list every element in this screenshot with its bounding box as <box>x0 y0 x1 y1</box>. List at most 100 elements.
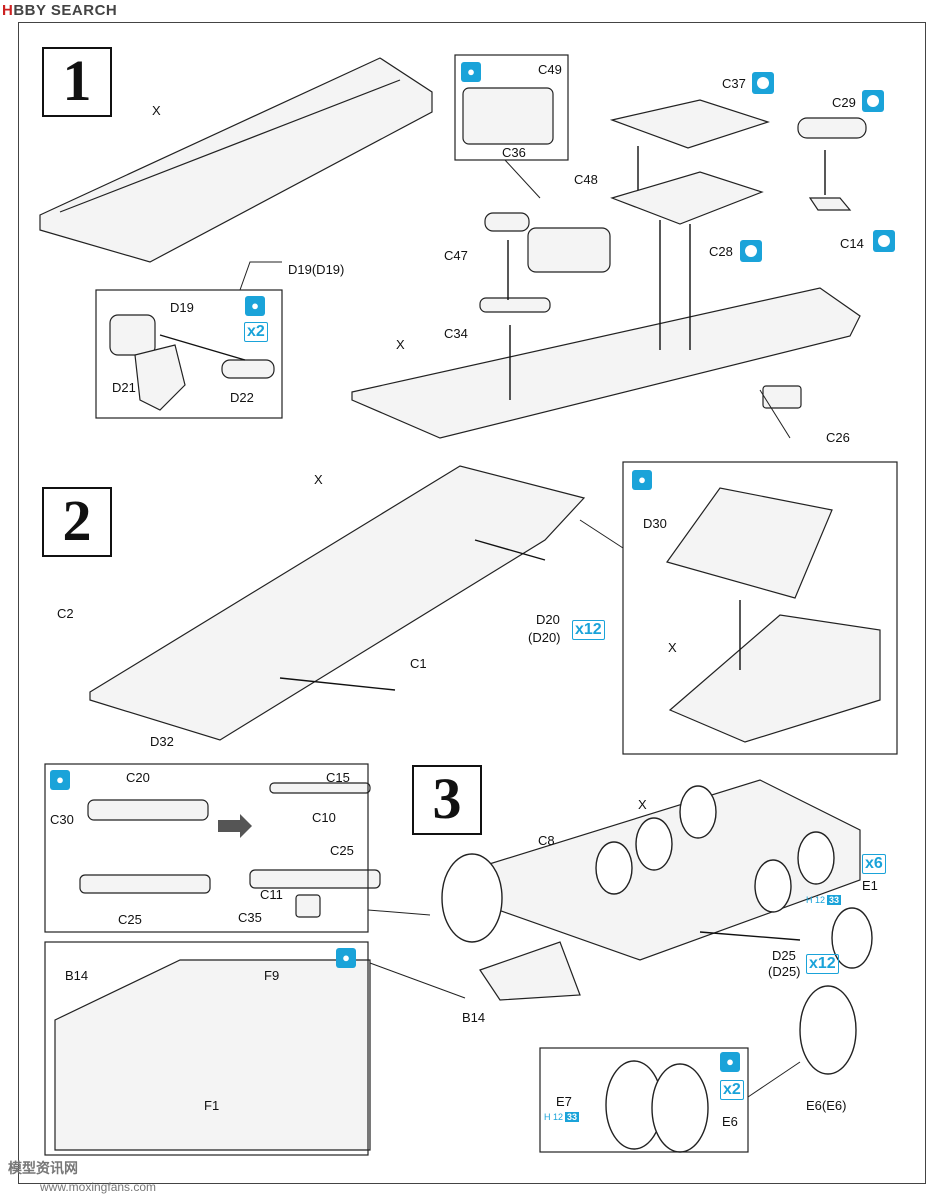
label-c2: C2 <box>57 606 74 621</box>
part-c48 <box>527 227 611 273</box>
label-d21: D21 <box>112 380 136 395</box>
step-2-number: 2 <box>42 487 112 557</box>
footer-url: www.moxingfans.com <box>40 1180 157 1194</box>
label-b14-detail: B14 <box>65 968 89 983</box>
label-c28: C28 <box>709 244 733 259</box>
step-1-number: 1 <box>42 47 112 117</box>
label-c36: C36 <box>502 145 526 160</box>
label-x-step2: X <box>314 472 323 487</box>
part-c28 <box>610 171 764 225</box>
step-3-number: 3 <box>412 765 482 835</box>
multiplier-e1: x6 <box>862 854 886 874</box>
glue-icon: ● <box>720 1052 740 1072</box>
label-c11: C11 <box>260 887 283 902</box>
label-c49: C49 <box>538 62 562 77</box>
glue-icon: ● <box>632 470 652 490</box>
label-e6: E6 <box>722 1114 738 1129</box>
label-d19-main: D19(D19) <box>288 262 345 277</box>
label-d20-paren: (D20) <box>528 630 561 645</box>
detail-box-d19 <box>95 289 283 419</box>
part-d19-detail <box>109 314 156 356</box>
label-e6-main: E6(E6) <box>806 1098 847 1113</box>
label-f9: F9 <box>264 968 280 983</box>
label-c29: C29 <box>832 95 856 110</box>
label-c20: C20 <box>126 770 150 785</box>
label-x-step1: X <box>152 103 161 118</box>
hull-x-detail <box>668 614 881 743</box>
part-d22 <box>221 359 275 379</box>
hobby-search-watermark: HBBY SEARCH <box>2 2 118 19</box>
glue-icon: ● <box>245 296 265 316</box>
part-c15 <box>269 782 371 794</box>
detail-box-d30 <box>622 461 898 755</box>
part-c20 <box>87 799 209 821</box>
label-d30: D30 <box>643 516 667 531</box>
label-x-step3: X <box>638 797 647 812</box>
front-wheel-left <box>441 853 503 943</box>
wheel-row-e1 <box>595 785 873 969</box>
label-b14: B14 <box>462 1010 486 1025</box>
hull-b14-detail <box>54 959 371 1151</box>
label-c30: C30 <box>50 812 74 827</box>
part-c34 <box>479 297 551 313</box>
label-c14: C14 <box>840 236 864 251</box>
label-c26: C26 <box>826 430 850 445</box>
label-c10: C10 <box>312 810 336 825</box>
label-d32: D32 <box>150 734 174 749</box>
part-c14 <box>808 197 852 211</box>
label-c34: C34 <box>444 326 468 341</box>
instruction-sheet-frame <box>18 22 926 1184</box>
multiplier-e7: x2 <box>720 1080 744 1100</box>
part-c26 <box>762 385 802 409</box>
label-e7: E7 <box>556 1094 572 1109</box>
label-x-detail: X <box>668 640 677 655</box>
part-c29 <box>797 117 867 139</box>
part-c37 <box>609 99 770 149</box>
detail-box-e7-e6 <box>539 1047 749 1153</box>
detail-box-suspension <box>44 763 369 933</box>
label-c35: C35 <box>238 910 262 925</box>
label-c37: C37 <box>722 76 746 91</box>
label-d25-paren: (D25) <box>768 964 801 979</box>
label-f1: F1 <box>204 1098 220 1113</box>
label-x-step1-right: X <box>396 337 405 352</box>
label-c8: C8 <box>538 833 555 848</box>
part-d21 <box>134 344 186 411</box>
label-c25-left: C25 <box>118 912 142 927</box>
hull-x-step1-right <box>351 287 861 439</box>
glue-icon: ● <box>50 770 70 790</box>
footer-site-name: 模型资讯网 <box>8 1160 78 1176</box>
label-d22: D22 <box>230 390 254 405</box>
glue-icon: ● <box>461 62 481 82</box>
label-e1: E1 <box>862 878 878 893</box>
part-b14 <box>479 941 581 1001</box>
wheel-e6 <box>799 985 857 1075</box>
option-icon-c37 <box>752 72 774 94</box>
option-icon-c28 <box>740 240 762 262</box>
multiplier-d25: x12 <box>806 954 839 974</box>
label-d25: D25 <box>772 948 796 963</box>
label-c47: C47 <box>444 248 468 263</box>
label-d20: D20 <box>536 612 560 627</box>
hull-x-step2 <box>89 465 586 741</box>
rim-e6 <box>651 1063 709 1153</box>
part-c47 <box>484 212 530 232</box>
glue-icon: ● <box>336 948 356 968</box>
multiplier-d20: x12 <box>572 620 605 640</box>
part-c11 <box>295 894 321 918</box>
label-c25-right: C25 <box>330 843 354 858</box>
sequence-arrow <box>218 814 252 838</box>
detail-box-c49 <box>454 54 569 161</box>
detail-box-b14-f9 <box>44 941 369 1156</box>
part-d30 <box>666 487 833 599</box>
option-icon-c14 <box>873 230 895 252</box>
part-c25-right <box>249 869 381 889</box>
label-d19: D19 <box>170 300 194 315</box>
option-icon-c29 <box>862 90 884 112</box>
part-c49 <box>462 87 554 145</box>
label-c15: C15 <box>326 770 350 785</box>
multiplier-d19: x2 <box>244 322 268 342</box>
